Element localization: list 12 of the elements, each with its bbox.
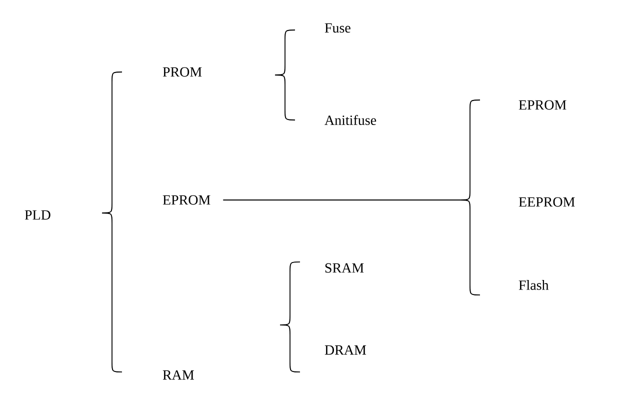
node-label: PROM — [162, 67, 202, 77]
bracket — [460, 100, 480, 296]
node-label: SRAM — [325, 263, 364, 273]
node-label: Anitifuse — [324, 114, 376, 125]
node-label: DRAM — [324, 345, 366, 355]
node-label: PLD — [24, 210, 50, 220]
node-label: Flash — [518, 280, 549, 290]
node-label: Fuse — [324, 23, 350, 33]
node-label: RAM — [162, 370, 194, 380]
node-label: EPROM — [518, 100, 566, 110]
node-label: EPROM — [162, 195, 210, 205]
node-label: EEPROM — [518, 197, 575, 207]
